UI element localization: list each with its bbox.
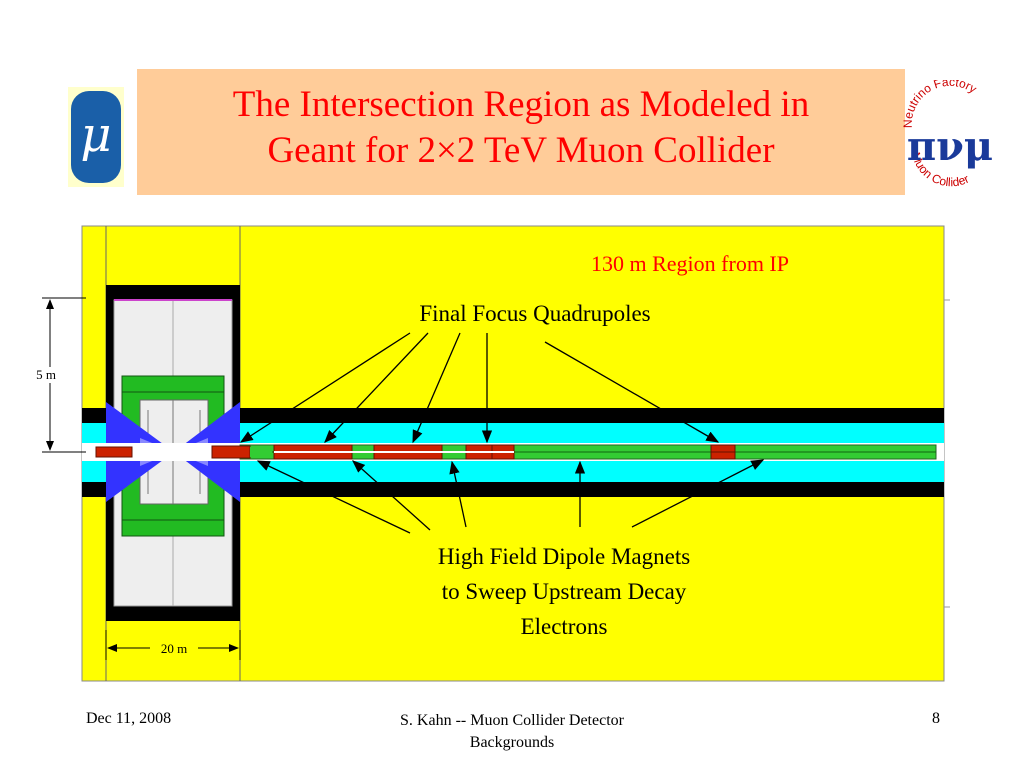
footer-author-line-2: Backgrounds [469,734,555,751]
dipole-label-line-1: High Field Dipole Magnets [437,544,691,569]
slide-title: The Intersection Region as Modeled in Ge… [137,82,905,174]
nf-logo-symbols: πνμ [907,123,993,170]
mu-symbol: μ [80,107,111,163]
dipole-arrows [256,459,765,534]
dipole-magnets-label: High Field Dipole Magnets to Sweep Upstr… [386,539,742,644]
region-label: 130 m Region from IP [591,251,789,276]
title-box [137,69,905,195]
footer-author: S. Kahn -- Muon Collider Detector Backgr… [352,710,672,754]
footer-date: Dec 11, 2008 [86,710,172,727]
neutrino-factory-logo-icon: Neutrino Factory Muon Collider πνμ [901,75,993,190]
footer-author-line-1: S. Kahn -- Muon Collider Detector [400,712,624,729]
title-line-2: Geant for 2×2 TeV Muon Collider [267,130,775,171]
dipole-label-line-2: to Sweep Upstream Decay [441,579,687,604]
dipole-label-line-3: Electrons [520,614,608,639]
neutrino-factory-logo: Neutrino Factory Muon Collider πνμ [898,75,998,192]
page-number: 8 [932,710,940,727]
final-focus-quadrupoles-label: Final Focus Quadrupoles [419,301,651,326]
dimension-5m-label: 5 m [26,367,66,383]
title-line-1: The Intersection Region as Modeled in [232,84,810,125]
muon-logo: μ [68,87,124,187]
muon-logo-icon: μ [71,91,121,183]
ffq-arrows [239,332,720,444]
dimension-20m-label: 20 m [150,641,198,657]
